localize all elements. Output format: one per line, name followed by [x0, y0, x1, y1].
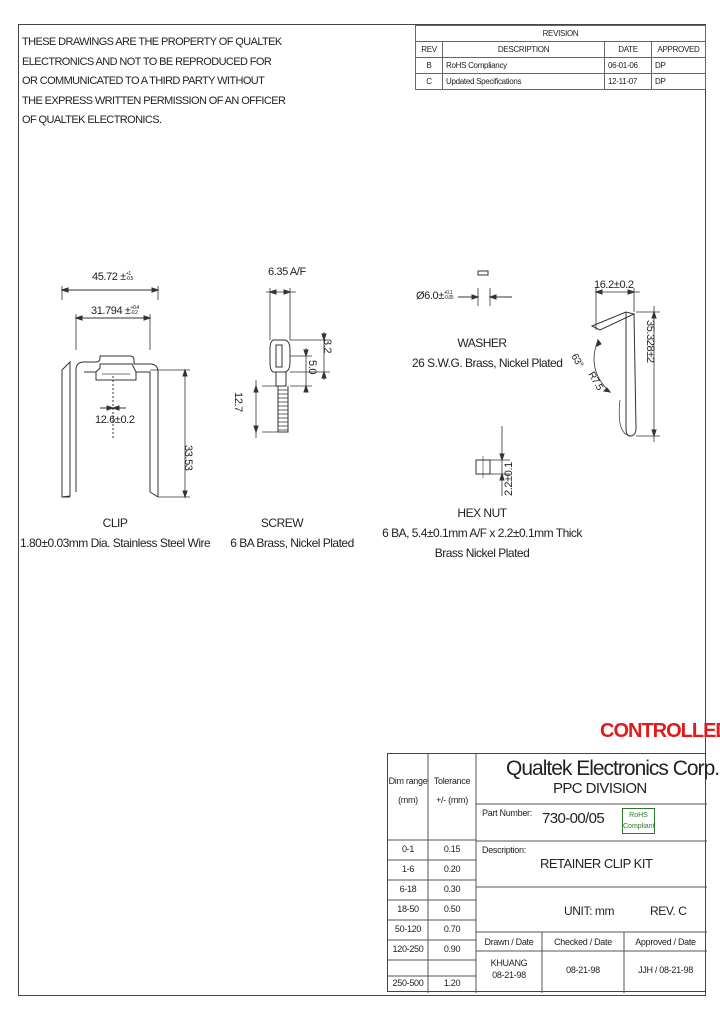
- washer-name: WASHER: [457, 336, 507, 350]
- screw-af-dim: 6.35 A/F: [268, 266, 306, 278]
- screw-spec: 6 BA Brass, Nickel Plated: [230, 536, 354, 550]
- approved-value: JJH / 08-21-98: [638, 965, 693, 975]
- tolerance-range: 0-1: [401, 844, 415, 854]
- controlled-stamp: CONTROLLED: [600, 720, 720, 742]
- revision-table: REVISION REV DESCRIPTION DATE APPROVED B…: [415, 25, 706, 90]
- drawn-label: Drawn / Date: [484, 937, 534, 947]
- screw-head-dim: 3.2: [321, 339, 333, 354]
- side-view-drawing: [590, 288, 660, 442]
- screw-shoulder-dim: 5.0: [306, 360, 318, 375]
- tolerance-value: 0.70: [443, 924, 461, 934]
- clip-overall-dim: 45.72 ±+1-0.5: [92, 271, 133, 283]
- clip-inner-dim: 31.794 ±+0.4-0.2: [91, 305, 139, 317]
- approved-label: Approved / Date: [635, 937, 696, 947]
- washer-drawing: [458, 270, 512, 306]
- side-height-dim: 35.328±2: [644, 320, 656, 363]
- tolerance-value: 0.30: [443, 884, 461, 894]
- proprietary-notice: THESE DRAWINGS ARE THE PROPERTY OF QUALT…: [22, 36, 286, 126]
- screw-drawing: [253, 288, 330, 438]
- tolerance-value: 0.20: [443, 864, 461, 874]
- tolerance-value: 0.15: [443, 844, 461, 854]
- dim-range-header: Dim range (mm): [388, 776, 428, 805]
- clip-spec: 1.80±0.03mm Dia. Stainless Steel Wire: [20, 536, 211, 550]
- title-block-grid: [388, 754, 707, 993]
- hexnut-spec-line1: 6 BA, 5.4±0.1mm A/F x 2.2±0.1mm Thick: [382, 526, 582, 540]
- description-value: RETAINER CLIP KIT: [540, 856, 653, 871]
- clip-height-dim: 33.53: [182, 445, 194, 471]
- clip-drawing: [60, 286, 190, 499]
- part-number-label: Part Number:: [482, 808, 532, 818]
- drawing-frame: [18, 24, 706, 996]
- tolerance-range: 6-18: [399, 884, 417, 894]
- tolerance-range: 1-6: [401, 864, 415, 874]
- side-top-dim: 16.2±0.2: [594, 279, 634, 291]
- clip-center-dim: 12.6±0.2: [95, 414, 135, 426]
- rev-value: REV. C: [650, 904, 687, 918]
- tolerance-header: Tolerance +/- (mm): [433, 776, 471, 805]
- approved-col-header: APPROVED: [651, 41, 706, 58]
- hexnut-spec-line2: Brass Nickel Plated: [434, 546, 530, 560]
- unit-value: UNIT: mm: [564, 904, 615, 918]
- division-name: PPC DIVISION: [553, 780, 647, 797]
- hexnut-drawing: [475, 426, 510, 496]
- tolerance-value: 0.90: [443, 944, 461, 954]
- title-block: Dim range (mm) Tolerance +/- (mm) 0-1 0.…: [387, 753, 707, 993]
- clip-name: CLIP: [102, 516, 128, 530]
- part-number: 730-00/05: [542, 810, 605, 827]
- hexnut-name: HEX NUT: [457, 506, 507, 520]
- washer-spec: 26 S.W.G. Brass, Nickel Plated: [412, 356, 563, 370]
- tolerance-range: 120-250: [392, 944, 424, 954]
- hexnut-thickness-dim: 2.2±0.1: [503, 462, 515, 496]
- tolerance-range: 18-50: [397, 904, 419, 914]
- drawn-date: 08-21-98: [492, 970, 526, 980]
- tolerance-value: 1.20: [443, 978, 461, 988]
- washer-dia-dim: Ø6.0±+0.1-0.05: [416, 290, 454, 302]
- screw-name: SCREW: [260, 516, 304, 530]
- drawn-by: KHUANG: [490, 958, 528, 968]
- description-label: Description:: [482, 845, 526, 855]
- company-name: Qualtek Electronics Corp.: [506, 757, 720, 780]
- screw-length-dim: 12.7: [232, 392, 244, 412]
- tolerance-range: 250-500: [392, 978, 424, 988]
- revision-row: C Updated Specifications 12-11-07 DP: [415, 73, 706, 90]
- tolerance-range: 50-120: [394, 924, 422, 934]
- checked-date: 08-21-98: [566, 965, 600, 975]
- checked-label: Checked / Date: [554, 937, 612, 947]
- tolerance-value: 0.50: [443, 904, 461, 914]
